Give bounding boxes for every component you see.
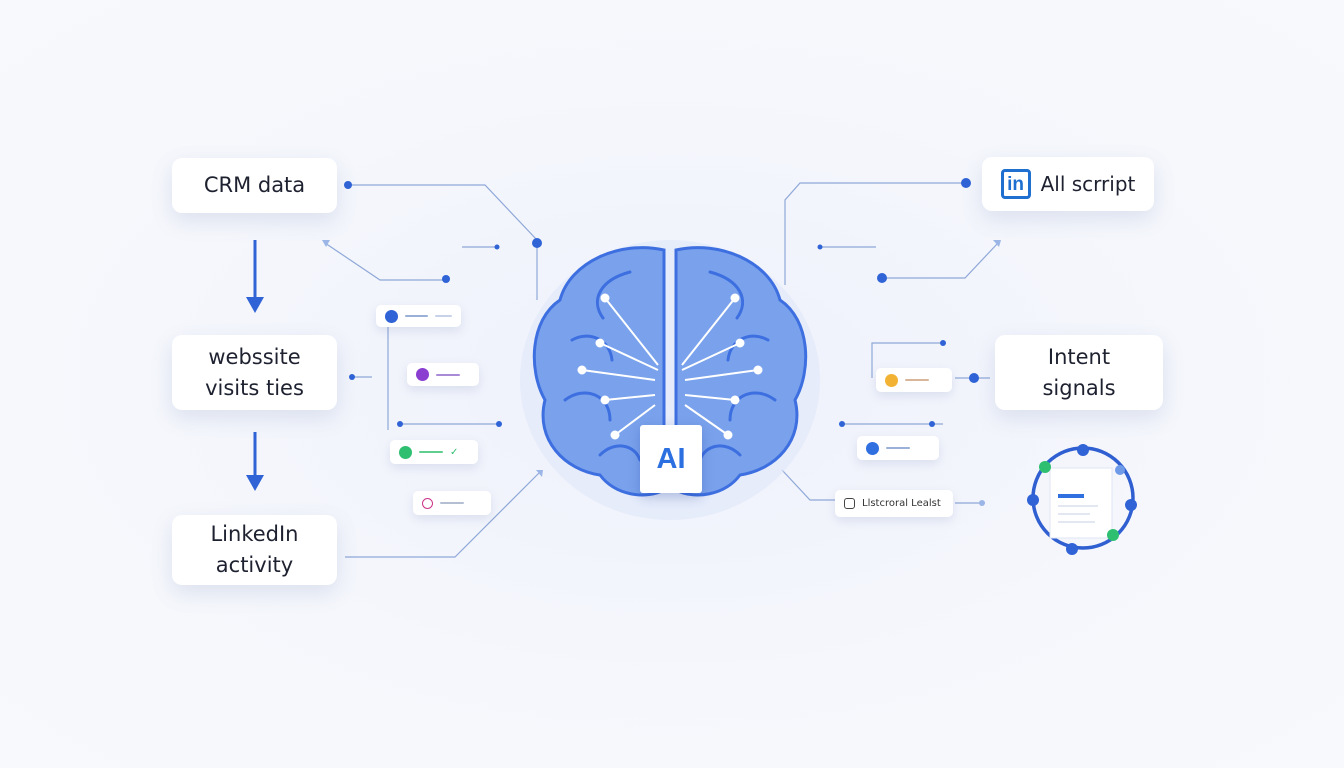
node-dot — [961, 178, 971, 188]
signal-chip — [413, 491, 491, 515]
signal-chip — [376, 305, 461, 327]
list-chip: Llstcroral Lealst — [835, 490, 953, 517]
node-dot — [940, 340, 946, 346]
signal-chip — [857, 436, 939, 460]
card-label: visits ties — [205, 375, 304, 400]
card-label: Intent — [1047, 344, 1111, 369]
check-icon: ✓ — [450, 446, 459, 458]
node-dot — [397, 421, 403, 427]
node-dot — [496, 421, 502, 427]
card-label: webssite — [208, 344, 301, 369]
card-label: signals — [1042, 375, 1116, 400]
ai-document-badge: AI — [640, 425, 702, 493]
website-visits-card: webssite visits ties — [172, 335, 337, 410]
node-dot — [839, 421, 845, 427]
user-icon — [399, 445, 412, 459]
workflow-cycle-icon — [1027, 444, 1137, 555]
node-dot — [494, 244, 500, 250]
signal-chip — [876, 368, 952, 392]
card-label: CRM data — [203, 173, 306, 197]
signal-chip: ✓ — [390, 440, 478, 464]
intent-signals-card: Intent signals — [995, 335, 1163, 410]
node-dot — [929, 421, 935, 427]
node-dot — [532, 238, 542, 248]
chip-label: Llstcroral Lealst — [862, 498, 941, 509]
brain-icon — [520, 240, 820, 520]
node-dot — [817, 244, 823, 250]
arrow-head-icon — [993, 240, 1001, 247]
node-dot — [349, 374, 355, 380]
node-dot — [442, 275, 450, 283]
node-dot — [969, 373, 979, 383]
instagram-icon — [844, 498, 855, 509]
signal-chip — [407, 363, 479, 386]
linkedin-activity-card: LinkedIn activity — [172, 515, 337, 585]
ai-label: AI — [656, 442, 686, 475]
phone-icon — [385, 309, 398, 323]
emoji-icon — [885, 373, 898, 387]
ai-script-card: in All scrript — [982, 157, 1154, 211]
chart-icon — [416, 368, 429, 381]
node-dot — [979, 500, 985, 506]
arrow-head-icon — [322, 240, 330, 247]
arrow-head-icon — [536, 470, 543, 477]
card-label: All scrript — [1040, 171, 1136, 196]
face-icon — [422, 497, 433, 509]
node-dot — [344, 181, 352, 189]
linkedin-icon: in — [1000, 169, 1031, 199]
crm-data-card: CRM data — [172, 158, 337, 213]
play-icon — [866, 441, 879, 455]
card-label: LinkedIn — [210, 522, 299, 546]
card-label: activity — [215, 553, 294, 577]
node-dot — [877, 273, 887, 283]
